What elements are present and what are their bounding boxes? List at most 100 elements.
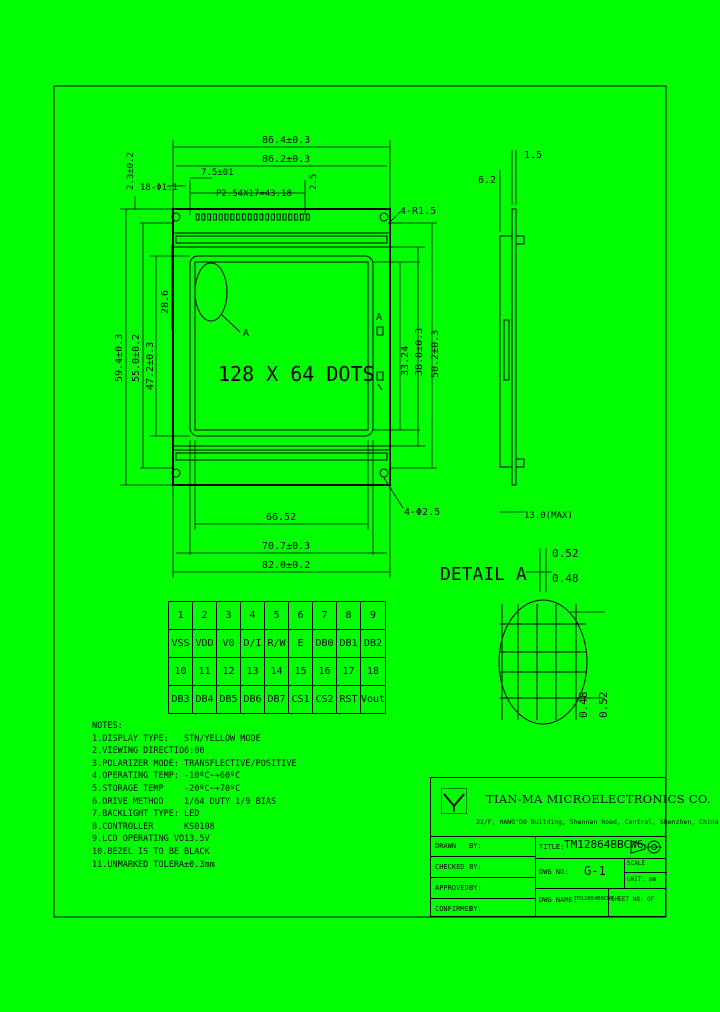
side-view: 1.5 6.2 13.0(MAX) <box>478 150 573 521</box>
pin-cell: R/W <box>264 629 289 658</box>
pin-pad <box>282 213 287 221</box>
note-value: STN/YELLOW MODE <box>184 733 261 744</box>
note-value: ±0.3mm <box>184 859 215 870</box>
pin-cell: 2 <box>192 601 217 630</box>
pin-pad <box>207 213 212 221</box>
note-item: 8.CONTROLLER KS0108 <box>92 821 422 834</box>
detail-a: DETAIL A 0.52 0.48 0.48 0.52 <box>440 547 610 725</box>
mount-hole <box>171 212 181 222</box>
projection-symbol-icon <box>630 840 662 854</box>
note-value: 13.5V <box>184 834 210 845</box>
pin-pad <box>299 213 304 221</box>
pin-cell: RST <box>336 685 361 714</box>
company-name: TIAN-MA MICROELECTRONICS CO. <box>486 792 711 806</box>
pin-cell: D/I <box>240 629 265 658</box>
pin-cell: Vout <box>359 685 387 714</box>
pin-pad <box>241 213 246 221</box>
svg-text:P2.54X17=43.18: P2.54X17=43.18 <box>216 189 292 199</box>
pin-header <box>195 213 310 221</box>
svg-text:4-R1.5: 4-R1.5 <box>400 206 436 217</box>
pin-cell: 4 <box>240 601 265 630</box>
pin-cell: 3 <box>216 601 241 630</box>
pin-cell: DB4 <box>192 685 217 714</box>
note-item: 10.BEZEL IS TO BE PAINTEDBLACK <box>92 846 422 859</box>
pin-cell: 14 <box>264 657 289 686</box>
note-item: 4.OPERATING TEMP:-10ºC~+60ºC <box>92 770 422 783</box>
svg-text:28.6: 28.6 <box>160 290 171 314</box>
pin-cell: 5 <box>264 601 289 630</box>
pin-pad <box>253 213 258 221</box>
pin-cell: 12 <box>216 657 241 686</box>
pin-cell: CS1 <box>288 685 313 714</box>
pin-cell: E <box>288 629 313 658</box>
pin-cell: DB7 <box>264 685 289 714</box>
note-value: -20ºC~+70ºC <box>184 783 241 794</box>
svg-text:38.0±0.3: 38.0±0.3 <box>414 328 425 376</box>
note-key: 6.DRIVE METHOD <box>92 796 164 807</box>
svg-text:86.4±0.3: 86.4±0.3 <box>262 135 310 146</box>
svg-text:4-Φ2.5: 4-Φ2.5 <box>404 507 440 518</box>
front-view: A 128 X 64 DOTS A <box>171 208 391 486</box>
note-item: 3.POLARIZER MODE: TRANSFLECTIVE/POSITIVE <box>92 758 422 771</box>
note-value: KS0108 <box>184 821 215 832</box>
pin-pad <box>276 213 281 221</box>
note-key: 3.POLARIZER MODE: <box>92 758 179 769</box>
pin-pad <box>224 213 229 221</box>
pin-cell: DB6 <box>240 685 265 714</box>
pin-cell: DB2 <box>359 629 387 658</box>
note-key: 10.BEZEL IS TO BE PAINTED <box>92 846 184 857</box>
svg-text:0.48: 0.48 <box>552 572 579 585</box>
pin-cell: 1 <box>168 601 193 630</box>
detail-a-circle <box>194 262 228 322</box>
svg-text:6.2: 6.2 <box>478 175 496 186</box>
pin-offset-dim: 2.5 <box>309 174 319 190</box>
pin-cell: VDD <box>192 629 217 658</box>
note-value: LED <box>184 809 200 820</box>
svg-text:18-Φ1.1: 18-Φ1.1 <box>140 183 178 193</box>
pin-cell: CS2 <box>312 685 337 714</box>
note-key: 7.BACKLIGHT TYPE: <box>92 809 179 820</box>
pin-cell: 11 <box>192 657 217 686</box>
svg-text:47.2±0.3: 47.2±0.3 <box>145 342 156 390</box>
pin-pad <box>259 213 264 221</box>
svg-text:0.52: 0.52 <box>597 692 610 719</box>
pin-pad <box>236 213 241 221</box>
note-item: 7.BACKLIGHT TYPE: LED <box>92 808 422 821</box>
note-key: 4.OPERATING TEMP: <box>92 771 179 782</box>
svg-text:13.0(MAX): 13.0(MAX) <box>524 511 573 521</box>
model-number: TM12864BBCW6 <box>564 838 644 851</box>
pin-cell: 16 <box>312 657 337 686</box>
svg-text:0.48: 0.48 <box>577 692 590 719</box>
pcb-outline <box>172 208 391 486</box>
pin-cell: 9 <box>359 601 387 630</box>
svg-text:2.3±0.2: 2.3±0.2 <box>126 152 136 190</box>
pin-cell: DB5 <box>216 685 241 714</box>
drawing-frame <box>53 85 667 918</box>
pin-pad <box>212 213 217 221</box>
pin-cell: 8 <box>336 601 361 630</box>
pin-cell: 13 <box>240 657 265 686</box>
pin-pad <box>195 213 200 221</box>
pin-pad <box>218 213 223 221</box>
note-key: 1.DISPLAY TYPE: <box>92 733 169 744</box>
note-value: 1/64 DUTY 1/9 BIAS <box>184 796 277 807</box>
svg-text:7.5±01: 7.5±01 <box>201 168 234 178</box>
note-key: 8.CONTROLLER <box>92 821 154 832</box>
detail-marker: A <box>243 328 249 339</box>
bezel-window <box>189 255 374 437</box>
title-block: TIAN-MA MICROELECTRONICS CO. 22/F, HANG'… <box>430 777 719 917</box>
pin-cell: 7 <box>312 601 337 630</box>
pin-pad <box>294 213 299 221</box>
notes-title: NOTES: <box>92 721 123 731</box>
svg-text:86.2±0.3: 86.2±0.3 <box>262 154 310 165</box>
company-logo-icon <box>441 788 467 814</box>
note-value: TRANSFLECTIVE/POSITIVE <box>184 758 297 769</box>
